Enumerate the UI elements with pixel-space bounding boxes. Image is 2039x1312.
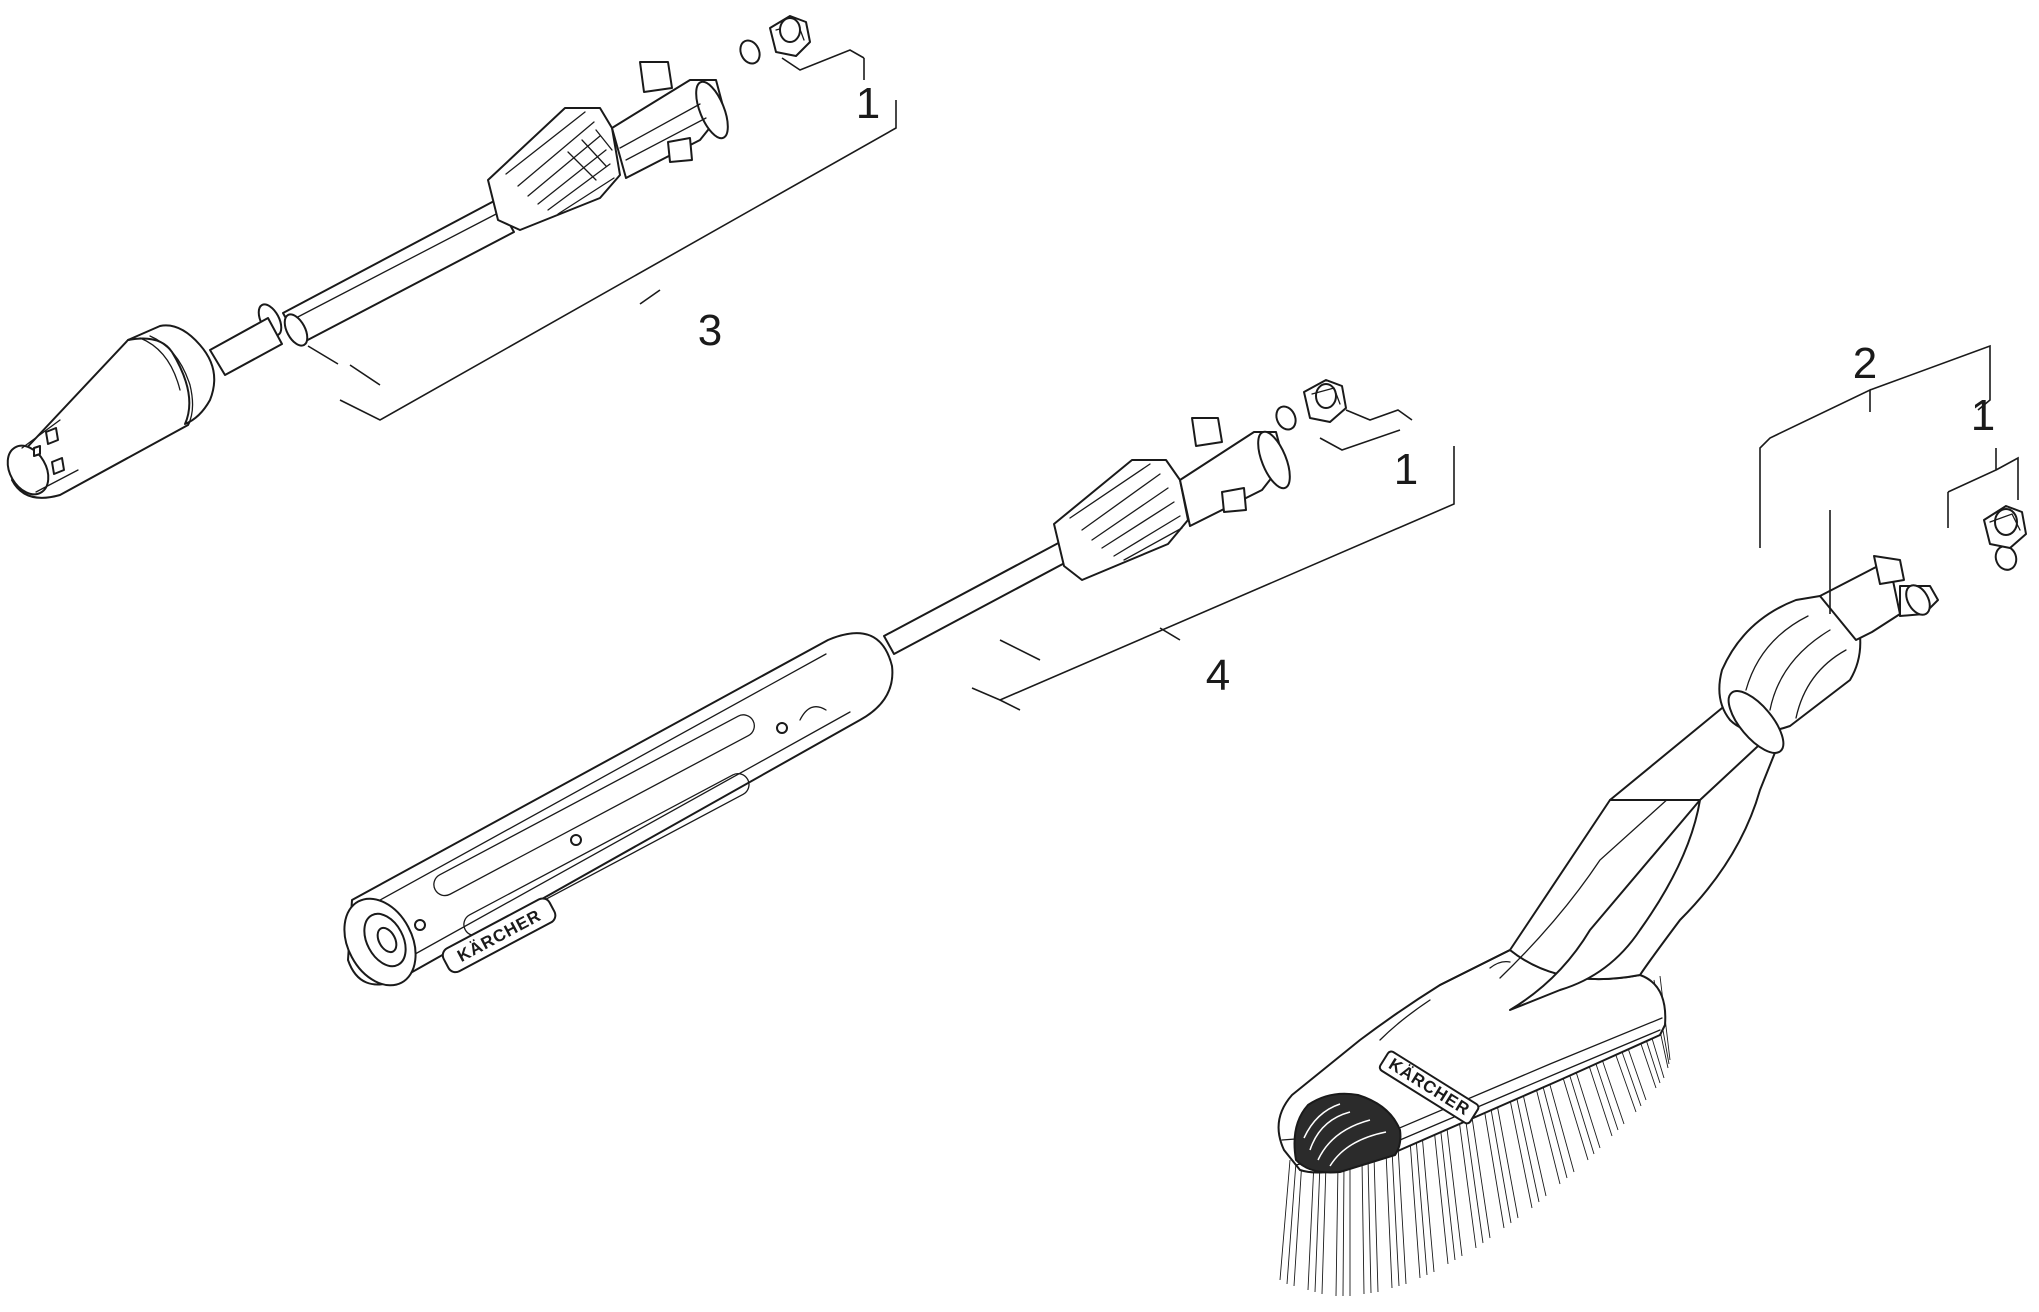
part-2-wash-brush: KÄRCHER [1277, 344, 2027, 1297]
part-4-spray-lance: KÄRCHER [343, 379, 1455, 987]
callout-1-part-4: 1 [1394, 445, 1418, 494]
part-3-rotor-nozzle-lance [6, 15, 897, 499]
brush-bristles [1279, 975, 1671, 1297]
callout-1-part-3: 1 [856, 79, 880, 128]
callout-1-part-2: 1 [1971, 391, 1995, 440]
callout-3: 3 [698, 306, 722, 355]
callout-group-part-3: 1 3 [698, 79, 880, 355]
brush-end-cap [1293, 1092, 1402, 1174]
callout-2: 2 [1853, 339, 1877, 388]
callout-4: 4 [1206, 651, 1230, 700]
callout-group-part-2: 2 1 [1853, 339, 1995, 440]
callout-group-part-4: 1 4 [1206, 445, 1418, 700]
